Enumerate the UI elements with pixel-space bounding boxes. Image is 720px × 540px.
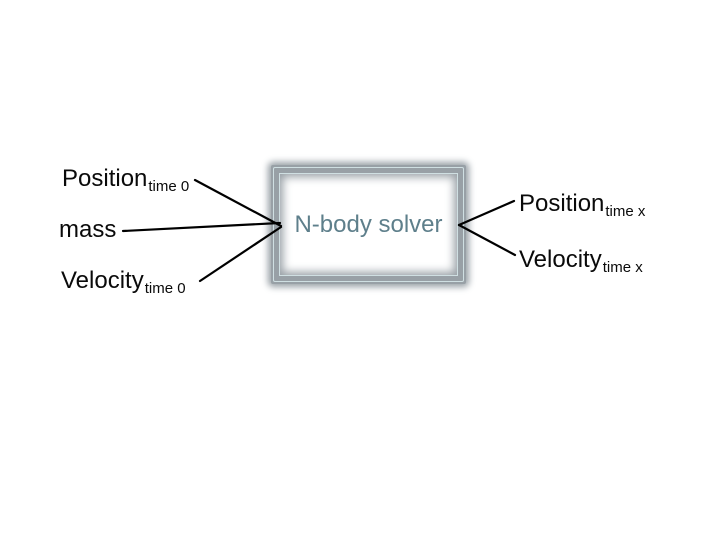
- label-subscript: time x: [602, 259, 643, 276]
- output-label-velocity-timex: Velocitytime x: [519, 246, 643, 277]
- output-label-position-timex: Positiontime x: [519, 190, 645, 221]
- label-main: Velocity: [519, 246, 602, 273]
- connector-input-position: [193, 178, 283, 228]
- label-subscript: time x: [605, 203, 646, 220]
- label-main: mass: [59, 216, 117, 243]
- input-label-velocity-time0: Velocitytime 0: [61, 267, 186, 298]
- input-label-mass: mass: [59, 216, 117, 247]
- connector-output-position: [457, 199, 516, 227]
- connector-input-mass: [121, 221, 282, 233]
- label-main: Velocity: [61, 267, 144, 294]
- connector-input-velocity: [198, 225, 283, 283]
- nbody-solver-node: N-body solver: [271, 165, 466, 284]
- label-subscript: time 0: [144, 280, 186, 297]
- label-main: Position: [62, 165, 148, 192]
- nbody-solver-label: N-body solver: [294, 210, 443, 238]
- connector-output-velocity: [457, 223, 517, 257]
- label-subscript: time 0: [148, 178, 190, 195]
- label-main: Position: [519, 190, 605, 217]
- input-label-position-time0: Positiontime 0: [62, 165, 189, 196]
